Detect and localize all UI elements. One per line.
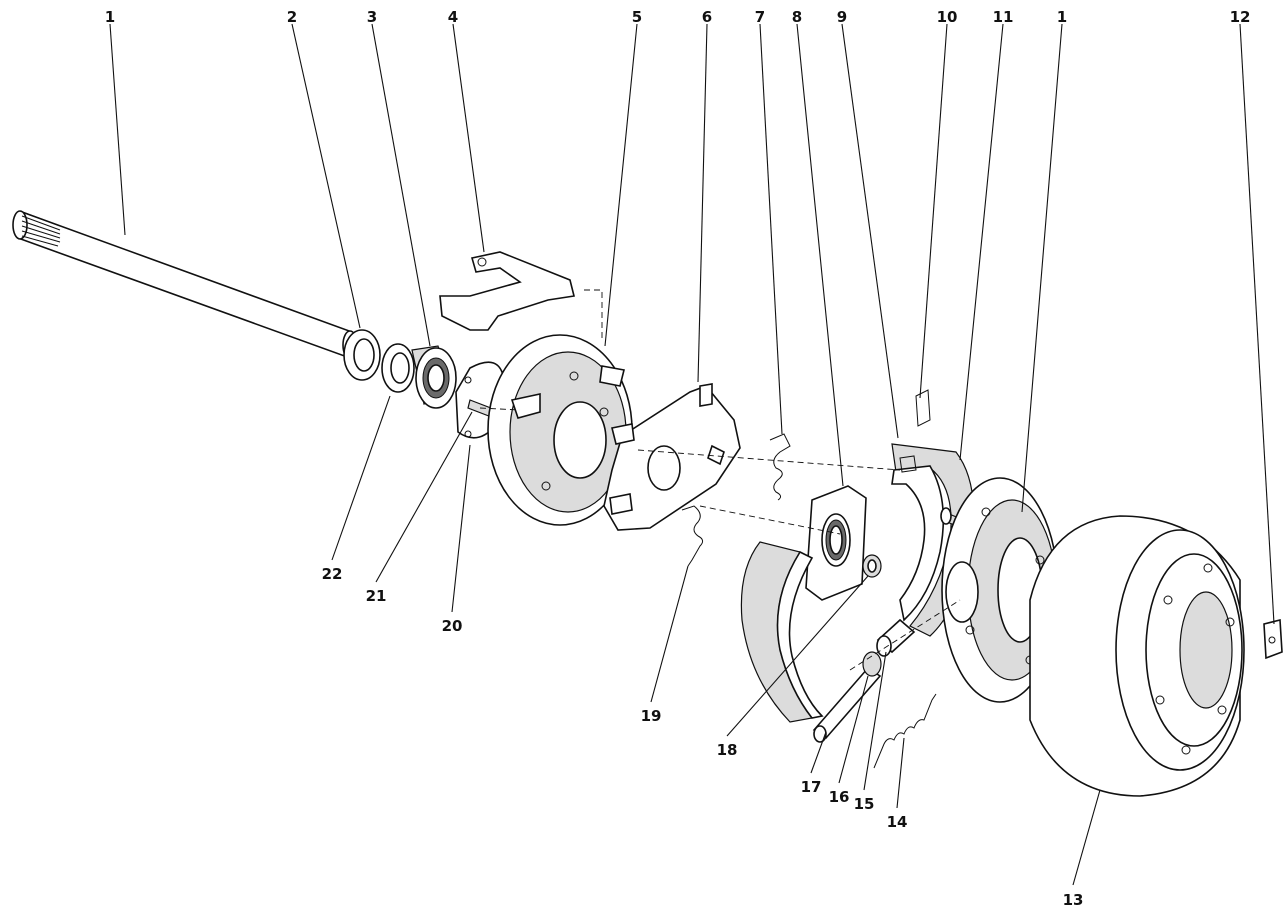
wheel-bearing	[411, 345, 457, 409]
bearing-ring	[381, 343, 415, 393]
retaining-clip	[1263, 618, 1283, 660]
callout-5: 5	[632, 8, 642, 26]
callout-20: 20	[442, 617, 463, 635]
callout-9: 9	[837, 8, 847, 26]
callout-7: 7	[755, 8, 765, 26]
callout-8: 8	[792, 8, 802, 26]
callout-11: 11	[993, 8, 1014, 26]
upper-return-spring	[769, 433, 791, 501]
hex-nut	[862, 554, 882, 578]
adjuster-sleeve	[876, 618, 916, 657]
brake-drum	[1029, 515, 1245, 797]
anchor-plate	[603, 383, 741, 531]
callout-6: 6	[702, 8, 712, 26]
seal-ring	[343, 329, 381, 381]
callout-4: 4	[448, 8, 458, 26]
leader-lines	[109, 23, 1275, 886]
lower-return-spring	[681, 505, 704, 567]
assembly-centerlines	[479, 289, 961, 671]
callout-1-hub: 1	[1057, 8, 1067, 26]
adjuster-nut	[862, 651, 882, 677]
callout-16: 16	[829, 788, 850, 806]
callout-13: 13	[1063, 891, 1084, 909]
callout-17: 17	[801, 778, 822, 796]
adjuster-screw	[812, 666, 882, 743]
callout-14: 14	[887, 813, 908, 831]
callout-10: 10	[937, 8, 958, 26]
backing-plate	[487, 334, 633, 526]
adjuster-spring	[873, 693, 937, 769]
callout-22: 22	[322, 565, 343, 583]
brake-lever	[439, 251, 575, 331]
callout-1-shaft: 1	[105, 8, 115, 26]
callout-15: 15	[854, 795, 875, 813]
callout-labels: 1 2 3 4 5 6 7 8 9 10 11 1 12 13 14 15 16…	[105, 8, 1251, 909]
lower-brake-shoe	[740, 541, 824, 723]
callout-3: 3	[367, 8, 377, 26]
callout-18: 18	[717, 741, 738, 759]
callout-19: 19	[641, 707, 662, 725]
callout-2: 2	[287, 8, 297, 26]
callout-21: 21	[366, 587, 387, 605]
axle-shaft	[12, 210, 358, 360]
cotter-pin	[915, 389, 931, 427]
callout-12: 12	[1230, 8, 1251, 26]
gasket	[805, 485, 867, 601]
